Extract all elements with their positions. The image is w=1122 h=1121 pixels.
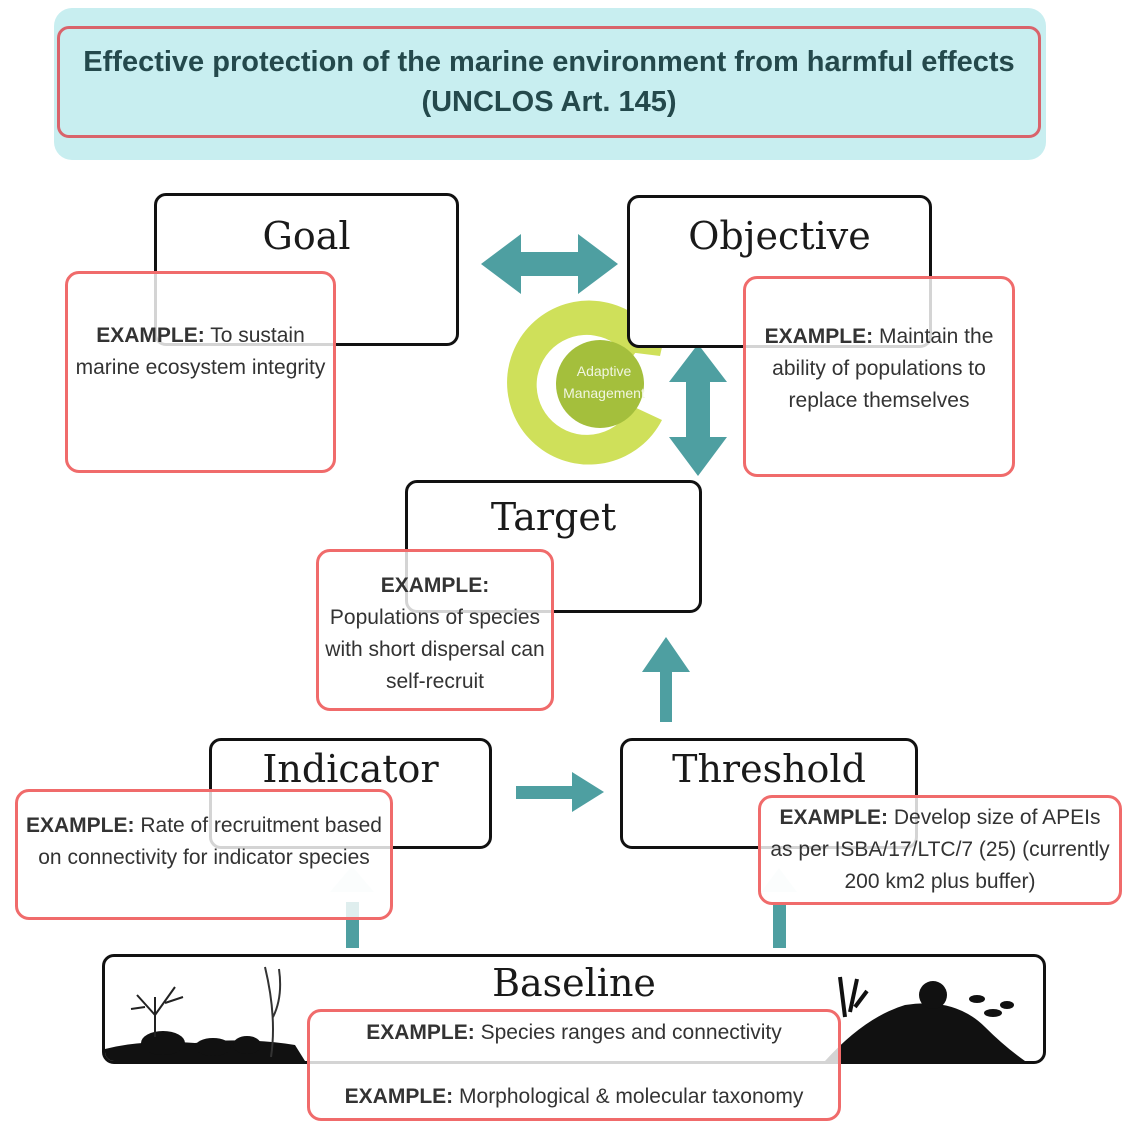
example-label: EXAMPLE: [344,1085,454,1108]
target-example: EXAMPLE: Populations of species with sho… [316,549,554,711]
goal-example: EXAMPLE: To sustain marine ecosystem int… [65,271,336,473]
target-example-text: Populations of species with short disper… [325,606,545,693]
banner-title: Effective protection of the marine envir… [83,46,1015,78]
example-label: EXAMPLE: [380,574,490,597]
indicator-example: EXAMPLE: Rate of recruitment based on co… [15,789,393,920]
objective-example: EXAMPLE: Maintain the ability of populat… [743,276,1015,477]
objective-example-text: Maintain the ability of populations to r… [772,325,994,412]
baseline-example: EXAMPLE: Species ranges and connectivity… [307,1009,841,1121]
banner-subtitle: (UNCLOS Art. 145) [421,86,677,118]
baseline-example-text-2: Morphological & molecular taxonomy [459,1085,804,1108]
arrow-baseline-to-threshold [773,902,786,948]
objective-title: Objective [688,214,871,258]
target-title: Target [490,495,617,539]
cycle-label-line2: Management [563,385,645,401]
goal-title: Goal [262,214,351,258]
threshold-example-text: Develop size of APEIs as per ISBA/17/LTC… [770,806,1110,893]
baseline-example-text-1: Species ranges and connectivity [480,1021,782,1044]
double-arrow-goal-objective [481,234,618,294]
threshold-title: Threshold [672,747,866,791]
arrow-threshold-to-target [642,637,690,722]
example-label: EXAMPLE: [26,814,135,837]
example-label: EXAMPLE: [764,325,874,348]
goal-example-text: To sustain marine ecosystem integrity [75,324,326,379]
indicator-example-text: Rate of recruitment based on connectivit… [38,814,382,869]
cycle-label-line1: Adaptive [576,363,632,379]
arrow-indicator-to-threshold [516,772,604,812]
baseline-title: Baseline [492,961,656,1005]
double-arrow-objective-target [669,344,727,476]
example-label: EXAMPLE: [779,806,889,829]
threshold-example: EXAMPLE: Develop size of APEIs as per IS… [758,795,1122,905]
banner-box: Effective protection of the marine envir… [57,26,1041,138]
example-label: EXAMPLE: [366,1021,475,1044]
indicator-title: Indicator [262,747,439,791]
seafloor-silhouette [105,966,1025,1061]
cycle-label: Adaptive Management [552,360,656,404]
example-label: EXAMPLE: [96,324,205,347]
